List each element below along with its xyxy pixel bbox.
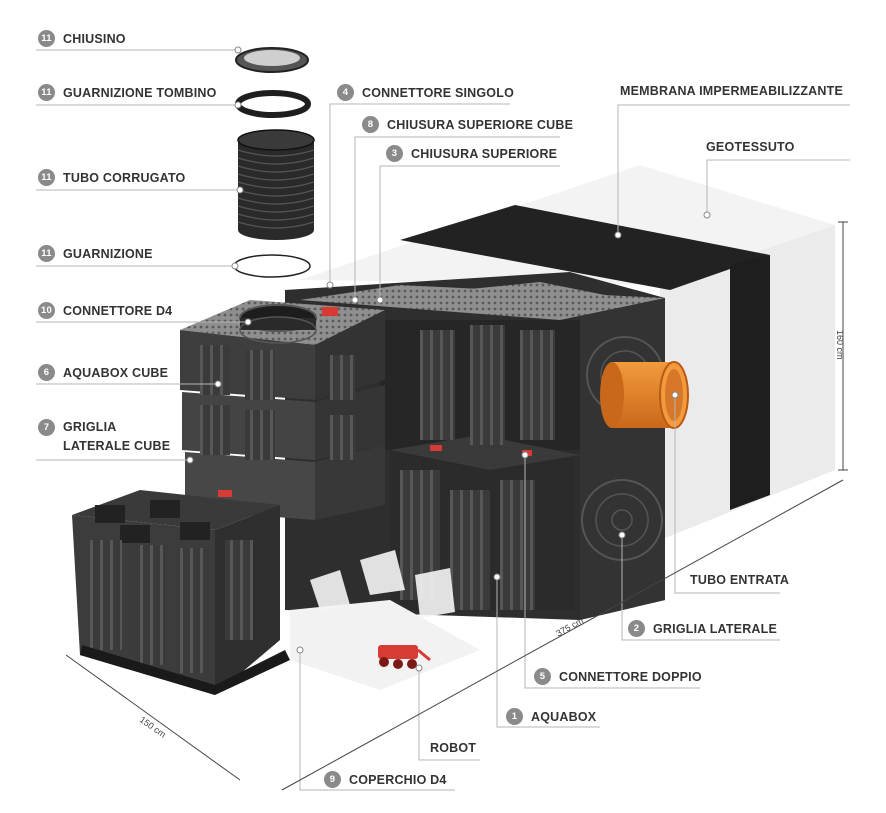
badge-number: 4 (337, 84, 354, 101)
label-membrana: MEMBRANA IMPERMEABILIZZANTE (620, 84, 843, 98)
badge-number: 10 (38, 302, 55, 319)
aquabox-cube-stack (180, 300, 385, 520)
badge-number: 1 (506, 708, 523, 725)
badge-number: 8 (362, 116, 379, 133)
badge-number: 11 (38, 169, 55, 186)
label-geotessuto: GEOTESSUTO (706, 140, 795, 154)
label-chiusino: 11 CHIUSINO (38, 30, 126, 47)
label-robot: ROBOT (430, 741, 477, 755)
badge-number: 2 (628, 620, 645, 637)
label-coperchio-d4: 9 COPERCHIO D4 (324, 771, 447, 788)
label-chiusura-superiore-cube: 8 CHIUSURA SUPERIORE CUBE (362, 116, 573, 133)
guarnizione-part (233, 254, 311, 278)
guarnizione-tombino-part (235, 90, 311, 118)
label-griglia-laterale: 2 GRIGLIA LATERALE (628, 620, 777, 637)
label-connettore-singolo: 4 CONNETTORE SINGOLO (337, 84, 514, 101)
geotextile-wrap (300, 165, 835, 540)
dimension-lines (65, 221, 848, 791)
connettore-singolo-marker (322, 307, 338, 316)
label-guarnizione: 11 GUARNIZIONE (38, 245, 153, 262)
label-guarnizione-tombino: 11 GUARNIZIONE TOMBINO (38, 84, 217, 101)
badge-number: 11 (38, 245, 55, 262)
interior-cells (380, 320, 580, 610)
dimension-height: 160 cm (835, 330, 845, 360)
membrane-strip (400, 205, 770, 290)
badge-number: 11 (38, 30, 55, 47)
tubo-entrata-pipe (600, 361, 689, 429)
badge-number: 9 (324, 771, 341, 788)
label-griglia-laterale-cube: 7 GRIGLIA LATERALE CUBE (38, 418, 170, 456)
label-aquabox: 1 AQUABOX (506, 708, 596, 725)
badge-number: 3 (386, 145, 403, 162)
badge-number: 5 (534, 668, 551, 685)
aquabox-front-row (72, 490, 290, 695)
robot-icon (378, 645, 431, 669)
leader-lines (36, 49, 850, 791)
label-tubo-entrata: TUBO ENTRATA (690, 573, 790, 587)
label-connettore-doppio: 5 CONNETTORE DOPPIO (534, 668, 702, 685)
badge-number: 6 (38, 364, 55, 381)
tubo-corrugato-part (237, 129, 315, 240)
label-connettore-d4: 10 CONNETTORE D4 (38, 302, 172, 319)
badge-number: 11 (38, 84, 55, 101)
label-chiusura-superiore: 3 CHIUSURA SUPERIORE (386, 145, 557, 162)
label-tubo-corrugato: 11 TUBO CORRUGATO (38, 169, 185, 186)
chiusino-part (235, 47, 309, 73)
badge-number: 7 (38, 419, 55, 436)
label-aquabox-cube: 6 AQUABOX CUBE (38, 364, 168, 381)
coperchio-d4-piece (310, 570, 350, 610)
